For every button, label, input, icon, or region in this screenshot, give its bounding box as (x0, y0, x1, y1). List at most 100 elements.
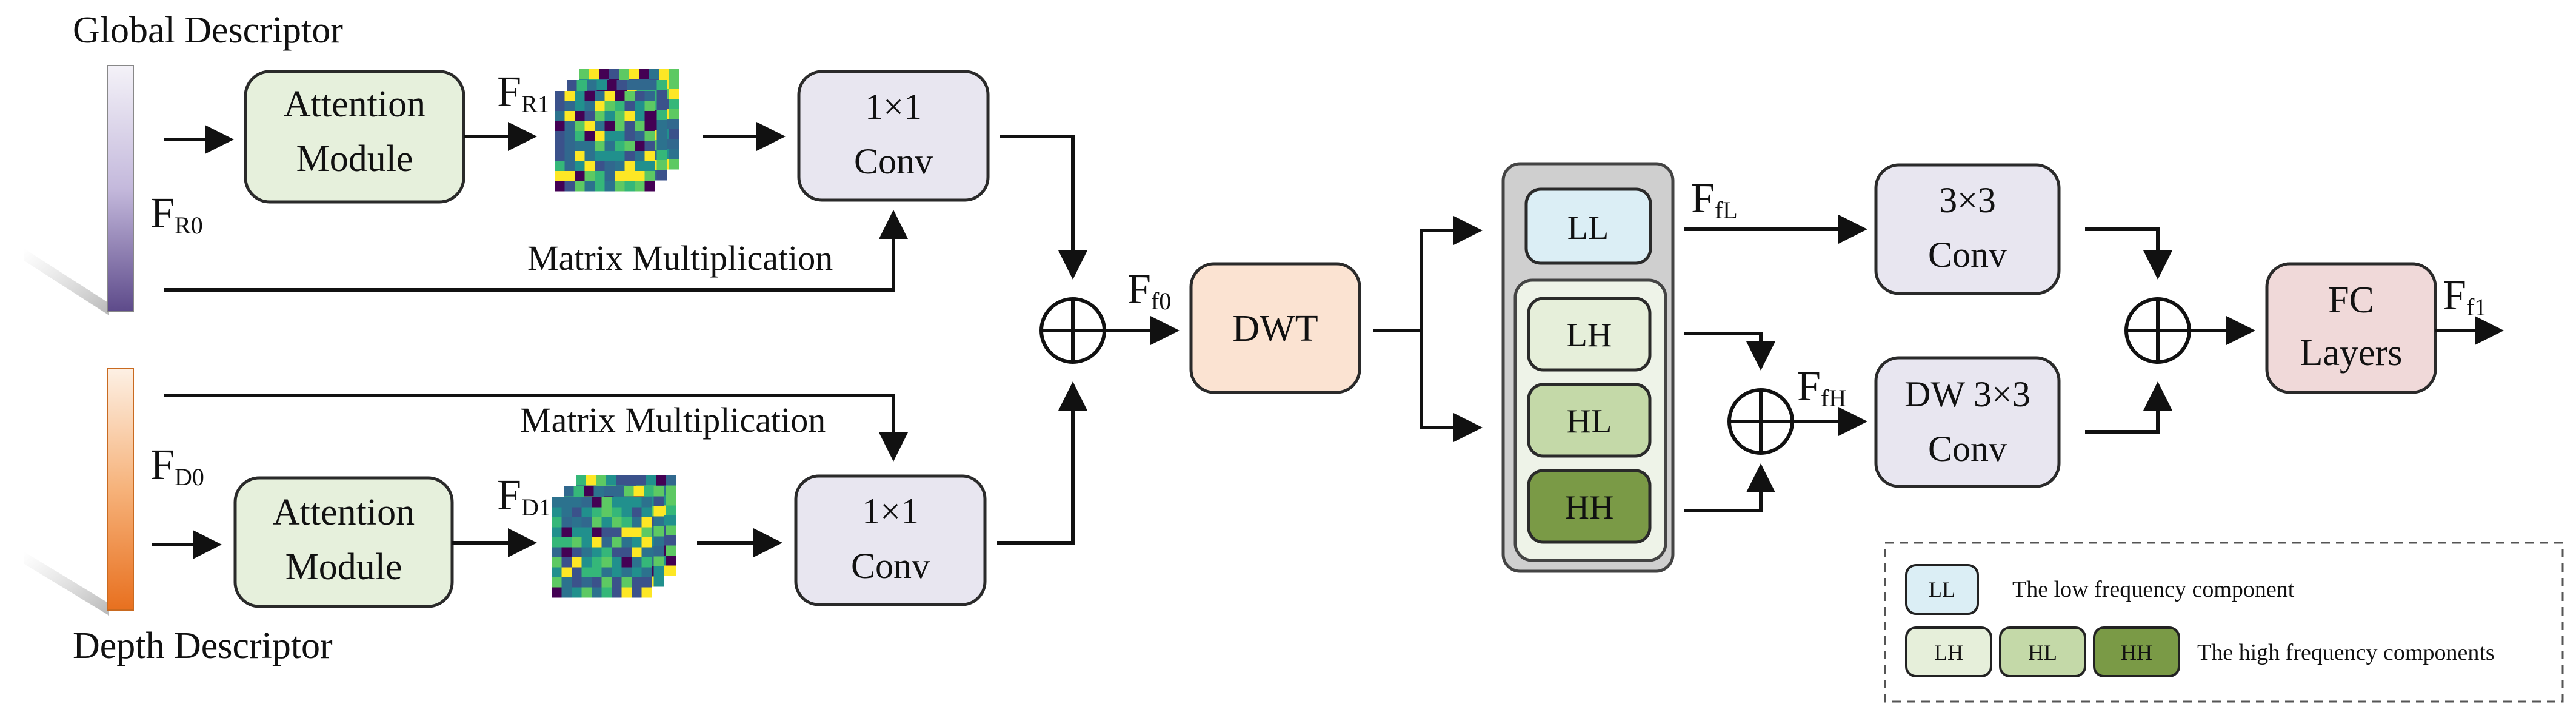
feature-map-cell (644, 91, 655, 101)
feature-map-cell (653, 576, 664, 587)
arrow-hh-to-sum2 (1684, 463, 1775, 512)
legend-low-text: The low frequency component (2012, 577, 2295, 602)
feature-map-cell (669, 149, 679, 159)
feature-map-cell (632, 537, 642, 548)
ll-label: LL (1567, 209, 1609, 247)
feature-map-cell (635, 101, 645, 112)
feature-map-cell (564, 101, 575, 112)
attn-bottom-line1: Attention (273, 492, 415, 533)
feature-map-cell (653, 566, 664, 577)
feature-map-cell (584, 111, 595, 121)
feature-map-cell (669, 69, 679, 79)
feature-map-cell (621, 507, 632, 518)
feature-map-cell (669, 109, 679, 119)
conv-bottom-line2: Conv (851, 546, 930, 586)
feature-map-cell (616, 475, 626, 486)
feature-map-cell (615, 91, 625, 101)
feature-map-cell (666, 495, 676, 506)
feature-map-cell (581, 497, 592, 508)
feature-map-cell (644, 486, 654, 497)
arrow-lh-to-sum2 (1684, 332, 1775, 371)
feature-map-cell (584, 121, 595, 132)
feature-map-cell (601, 497, 612, 508)
feature-map-cell (575, 131, 585, 141)
depth-vector-shadow (24, 552, 109, 616)
conv3-line1: 3×3 (1939, 180, 1996, 220)
attn-top-line2: Module (296, 138, 413, 180)
dwconv-line2: Conv (1928, 429, 2007, 469)
feature-map-cell (552, 587, 562, 598)
feature-map-cell (561, 537, 572, 548)
feature-map-cell (579, 69, 589, 79)
feature-map-cell (669, 139, 679, 150)
feature-map-cell (592, 567, 602, 578)
feature-map-cell (552, 547, 562, 558)
feature-map-cell (615, 171, 625, 181)
feature-map-cell (599, 69, 609, 79)
hl-block (1527, 383, 1652, 458)
feature-map-cell (644, 171, 655, 181)
feature-map-cell (632, 497, 642, 508)
feature-map-cell (621, 537, 632, 548)
feature-map-cell (604, 486, 614, 497)
feature-map-cell (615, 101, 625, 112)
feature-map-cell (604, 151, 615, 161)
feature-map-cell (653, 486, 664, 497)
feature-map-cell (593, 486, 604, 497)
arrow-conv3-to-sum3 (2085, 227, 2172, 280)
feature-map-cell (581, 587, 592, 598)
feature-map-cell (641, 587, 652, 598)
feature-map-cell (666, 535, 676, 546)
feature-map-cell (647, 80, 657, 90)
arrow-dwconv-to-sum3 (2085, 381, 2172, 434)
feature-map-cell (555, 181, 565, 192)
hl-label: HL (1567, 403, 1612, 440)
legend-lh-label: LH (1934, 640, 1963, 665)
feature-map-cell (653, 526, 664, 537)
feature-map-cell (572, 547, 582, 558)
feature-map-cell (596, 475, 606, 486)
feature-map-cell (601, 537, 612, 548)
feature-map-cell (575, 171, 585, 181)
conv-bottom-line1: 1×1 (862, 491, 919, 531)
feature-map-cell (564, 121, 575, 132)
feature-map-cell (666, 485, 676, 496)
feature-map-cell (656, 110, 667, 121)
feature-map-cell (604, 171, 615, 181)
feature-map-cell (581, 517, 592, 528)
feature-map-cell (572, 507, 582, 518)
feature-map-cell (632, 587, 642, 598)
feature-map-cell (572, 537, 582, 548)
feature-map-cell (581, 507, 592, 518)
feature-map-cell (632, 567, 642, 578)
feature-map-cell (581, 577, 592, 588)
fr1-feature-map-stack (555, 69, 679, 192)
feature-map-cell (564, 486, 574, 497)
feature-map-cell (635, 131, 645, 141)
conv3-line2: Conv (1928, 235, 2007, 275)
matrix-mult-bottom-path (164, 394, 908, 462)
feature-map-cell (641, 577, 652, 588)
feature-map-cell (621, 587, 632, 598)
feature-map-cell (581, 547, 592, 558)
feature-map-cell (639, 69, 649, 79)
matrix-mult-top-path (164, 210, 908, 292)
feature-map-cell (621, 497, 632, 508)
feature-map-cell (649, 69, 659, 79)
feature-map-cell (615, 131, 625, 141)
feature-map-cell (604, 131, 615, 141)
feature-map-cell (561, 497, 572, 508)
feature-map-cell (635, 91, 645, 101)
fd1-label: FD1 (497, 471, 551, 521)
depth-descriptor-vector (107, 368, 134, 611)
feature-map-cell (581, 557, 592, 568)
feature-map-cell (601, 527, 612, 538)
feature-map-cell (615, 181, 625, 192)
feature-map-cell (567, 80, 577, 90)
feature-map-cell (633, 486, 644, 497)
feature-map-cell (572, 517, 582, 528)
conv1x1-bottom (794, 474, 987, 606)
feature-map-cell (552, 567, 562, 578)
arrow-dwt-to-ll (1373, 216, 1483, 332)
feature-map-cell (575, 91, 585, 101)
